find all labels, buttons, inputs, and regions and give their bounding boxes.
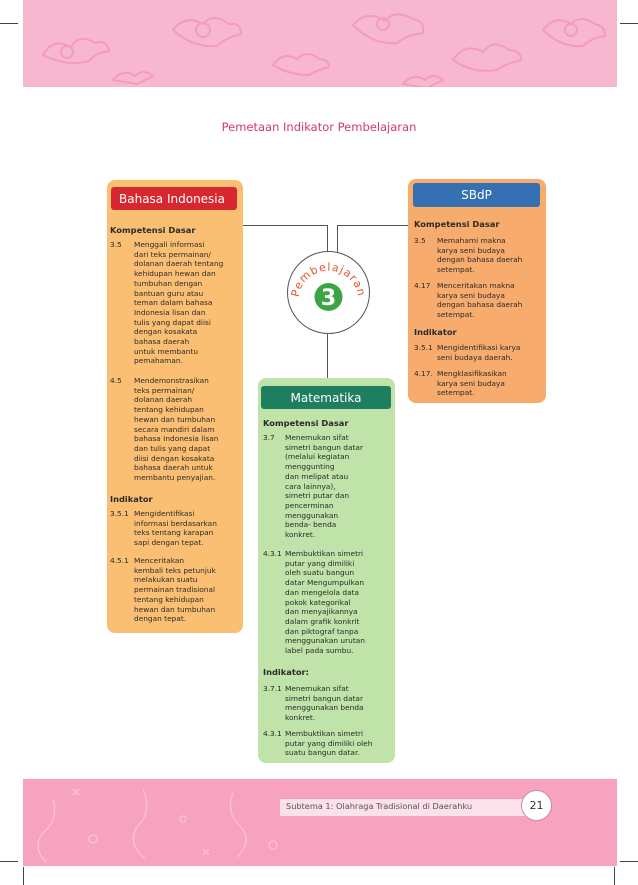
mat-kd-heading: Kompetensi Dasar (263, 418, 349, 428)
connector-line (243, 225, 328, 226)
pembelajaran-number: 3 (321, 286, 336, 311)
item-number: 4.17 (414, 281, 431, 290)
item-number: 3.5 (414, 236, 426, 245)
connector-line (327, 334, 328, 380)
bi-kd-heading: Kompetensi Dasar (110, 225, 196, 235)
crop-mark (620, 861, 638, 862)
item-number: 4.5 (110, 376, 122, 385)
cloud-pattern-icon (41, 13, 607, 87)
item-number: 4.17. (414, 369, 433, 378)
header-band (23, 0, 617, 87)
item-number: 3.7.1 (263, 684, 282, 693)
matematika-box (258, 378, 395, 763)
crop-mark (0, 861, 18, 862)
crop-mark (614, 867, 615, 885)
bi-indikator-heading: Indikator (110, 494, 153, 504)
pembelajaran-circle: Pembelajaran 3 (287, 251, 370, 334)
page-number-badge: 21 (521, 790, 552, 821)
item-number: 4.3.1 (263, 729, 282, 738)
item-number: 3.5.1 (110, 509, 129, 518)
crop-mark (0, 23, 18, 24)
connector-line (337, 225, 338, 252)
crop-mark (23, 867, 24, 885)
crop-mark (620, 23, 638, 24)
sbdp-indikator-heading: Indikator (414, 327, 457, 337)
item-number: 3.5 (110, 240, 122, 249)
footer-band: Subtema 1: Olahraga Tradisional di Daera… (23, 779, 617, 866)
sbdp-box (408, 179, 546, 403)
footer-subtema-text: Subtema 1: Olahraga Tradisional di Daera… (286, 801, 473, 811)
sbdp-kd-heading: Kompetensi Dasar (414, 219, 500, 229)
page-title: Pemetaan Indikator Pembelajaran (221, 120, 417, 134)
matematika-tag: Matematika (261, 386, 391, 409)
page-number: 21 (529, 799, 544, 812)
mat-indikator-heading: Indikator: (263, 667, 309, 677)
item-number: 3.5.1 (414, 343, 433, 352)
footer-strip (280, 799, 548, 816)
item-number: 4.5.1 (110, 556, 129, 565)
footer-pattern-icon (37, 788, 278, 864)
item-number: 3.7 (263, 433, 275, 442)
connector-line (337, 225, 408, 226)
pembelajaran-badge: Pembelajaran 3 (286, 250, 371, 335)
bahasa-indonesia-box (107, 180, 243, 633)
bahasa-indonesia-tag: Bahasa Indonesia (111, 187, 237, 210)
item-number: 4.3.1 (263, 549, 282, 558)
connector-line (327, 225, 328, 253)
sbdp-tag: SBdP (413, 183, 540, 207)
